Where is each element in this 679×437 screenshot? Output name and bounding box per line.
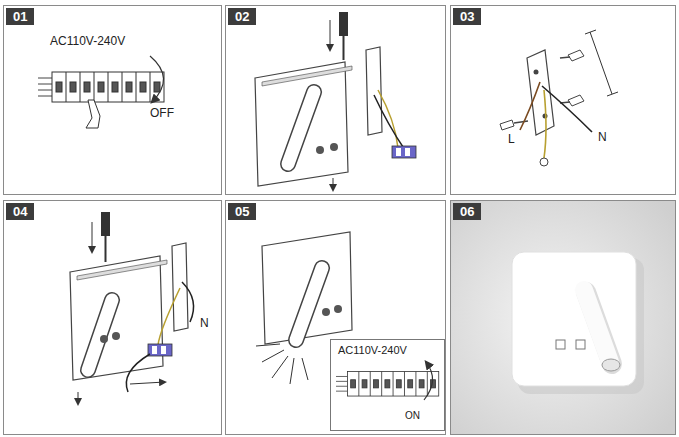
step-number: 06 <box>453 203 481 220</box>
step-number: 01 <box>6 8 34 25</box>
voltage-label: AC110V-240V <box>50 34 125 48</box>
breaker-inset: AC110V-240V ON <box>330 339 445 431</box>
step-number: 03 <box>453 8 481 25</box>
wire-label: L <box>508 132 515 146</box>
switch-state: ON <box>405 410 420 421</box>
step-panel: 01 <box>3 5 222 195</box>
voltage-label: AC110V-240V <box>338 344 407 356</box>
step-panel: 03 <box>450 5 676 195</box>
step-panel: 06 <box>450 200 676 435</box>
switch-state: OFF <box>150 106 174 120</box>
wire-label: N <box>200 316 209 330</box>
step-panel: 02 <box>225 5 446 195</box>
step-panel: 04 <box>3 200 222 435</box>
step-number: 05 <box>228 203 256 220</box>
wire-label: N <box>598 130 607 144</box>
step-number: 02 <box>228 8 256 25</box>
step-panel: 05AC110V-240V ON <box>225 200 446 435</box>
step-number: 04 <box>6 203 34 220</box>
